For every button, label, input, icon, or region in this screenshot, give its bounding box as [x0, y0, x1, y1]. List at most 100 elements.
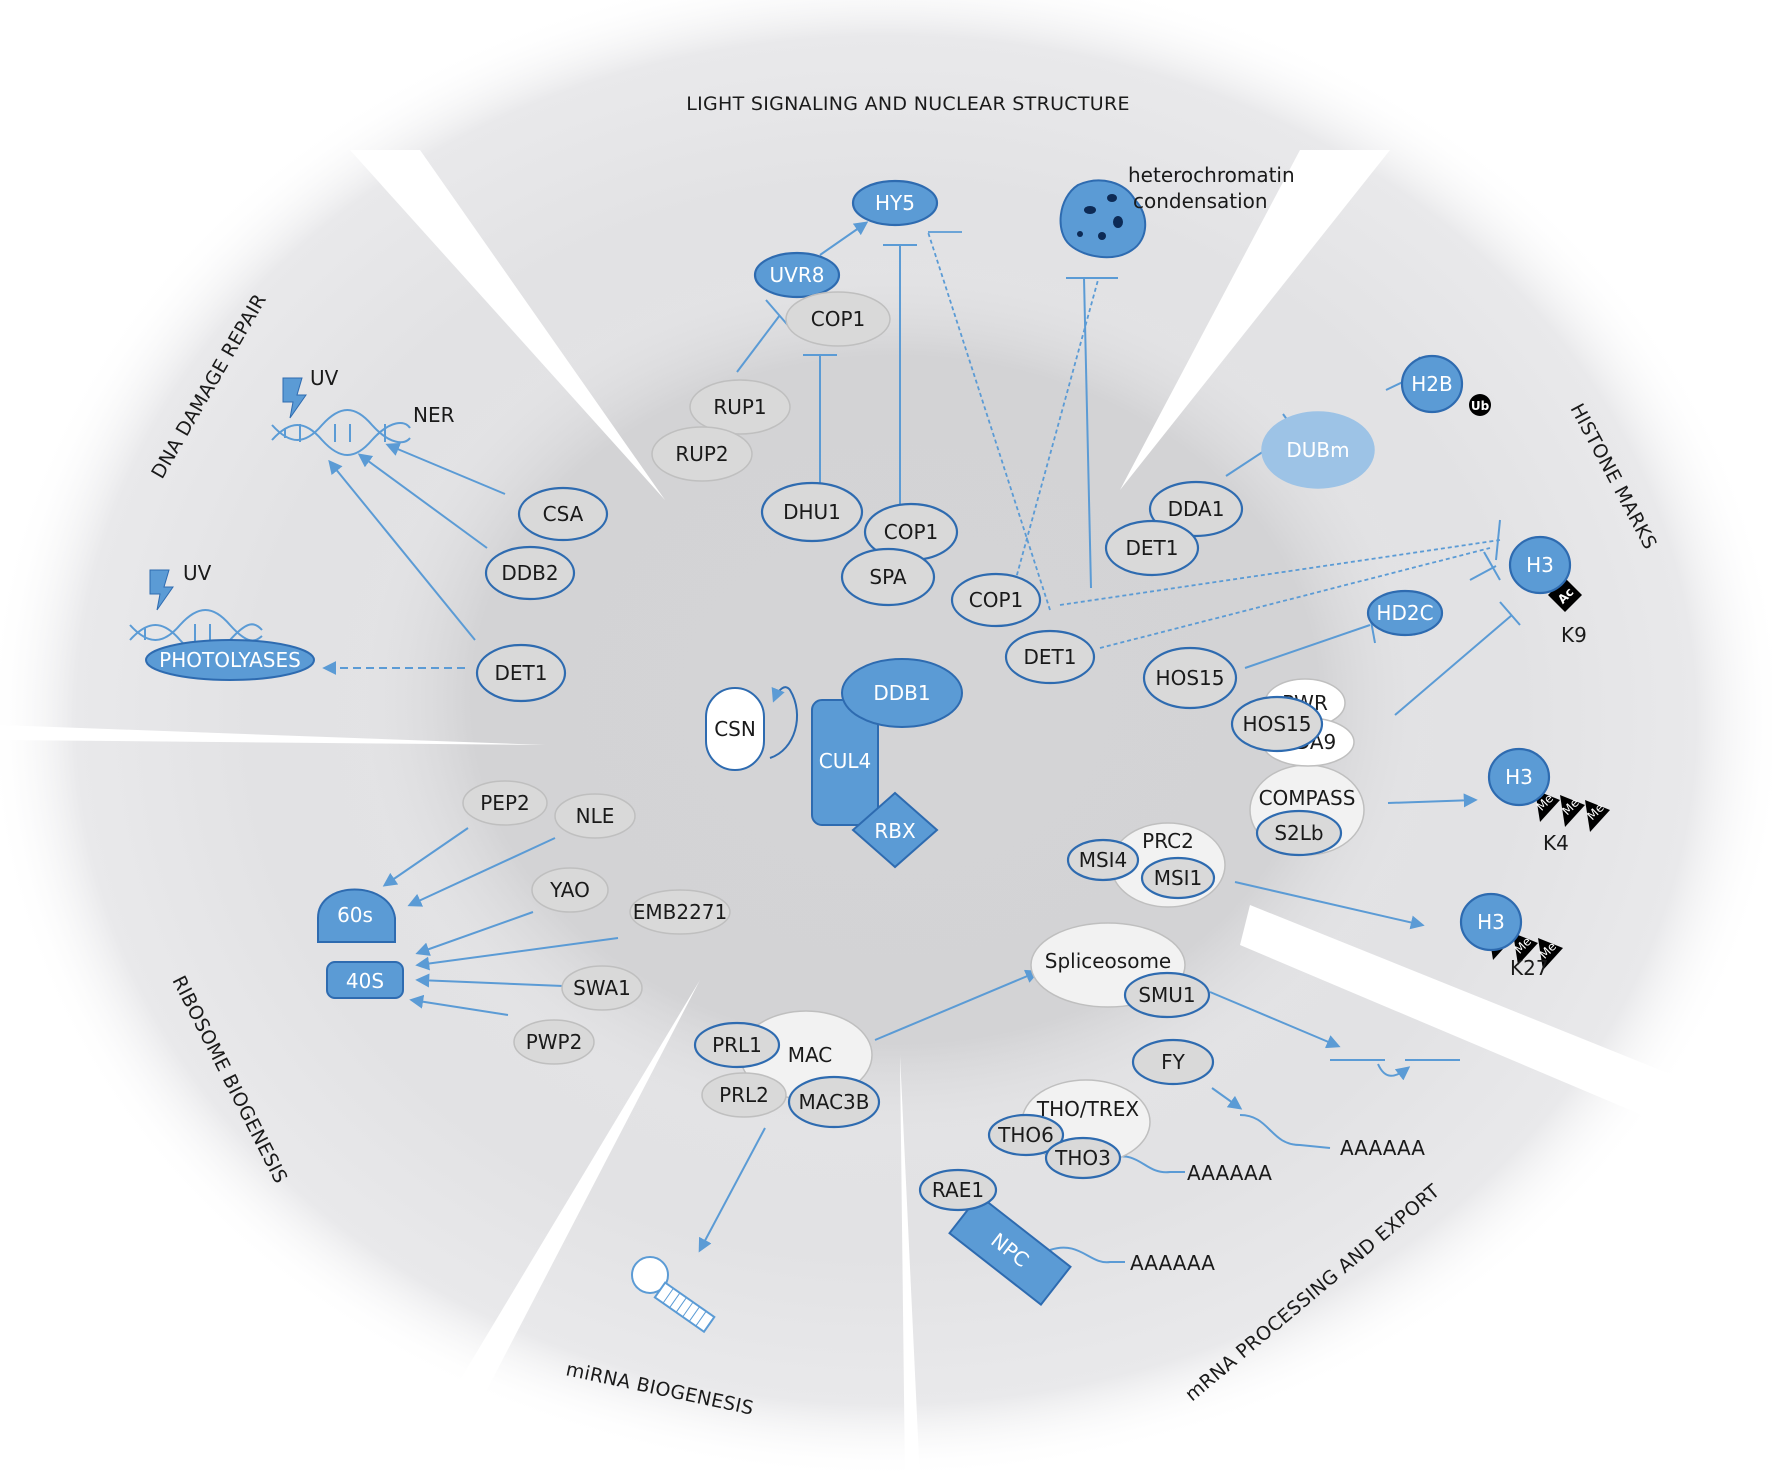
hd2c-node: HD2C — [1366, 589, 1444, 637]
nle-label: NLE — [576, 804, 615, 828]
arrow-mac-mirna — [698, 1127, 766, 1253]
mac3b-node: MAC3B — [787, 1075, 881, 1129]
swa1-shape — [561, 965, 643, 1011]
tho6-shape — [987, 1113, 1065, 1157]
mac3b-label: MAC3B — [799, 1090, 870, 1114]
hos15-label: HOS15 — [1156, 666, 1225, 690]
arrow-nle-60s — [407, 837, 556, 907]
rbx-label: RBX — [874, 819, 916, 843]
pwp2-node: PWP2 — [513, 1019, 595, 1065]
h2b-label: H2B — [1411, 372, 1452, 396]
dhu1-node: DHU1 — [760, 481, 864, 543]
section-dividers — [0, 150, 1772, 1480]
dubm-label: DUBm — [1286, 438, 1349, 462]
det1-dna-label: DET1 — [495, 661, 548, 685]
h3-ac-shape — [1508, 535, 1572, 595]
ub-label: Ub — [1471, 399, 1490, 413]
cop1-histone-label: COP1 — [969, 588, 1024, 612]
polya-2: AAAAAA — [1187, 1161, 1272, 1185]
hos15-b-node: HOS15 — [1230, 695, 1324, 753]
hos15-node: HOS15 — [1142, 646, 1238, 710]
arrow-swa1-40s — [415, 973, 564, 988]
det1-histone-shape — [1104, 519, 1200, 577]
arrow-uvr8-hy5 — [819, 221, 869, 256]
mirna-hairpin-icon — [631, 1256, 716, 1334]
polya-1: AAAAAA — [1340, 1136, 1425, 1160]
uvr8-label: UVR8 — [770, 263, 825, 287]
prc2-label: PRC2 — [1142, 829, 1194, 853]
uv-label: UV — [310, 366, 339, 390]
uvr8-node: UVR8 — [753, 251, 841, 299]
hy5-node: HY5 — [851, 179, 939, 227]
nle-node: NLE — [554, 793, 636, 839]
pep2-label: PEP2 — [480, 791, 529, 815]
smu1-label: SMU1 — [1138, 983, 1195, 1007]
hy5-shape — [851, 179, 939, 227]
s2lb-shape — [1255, 809, 1343, 857]
ner-label: NER — [413, 403, 455, 427]
det1-histone-b-node: DET1 — [1004, 629, 1096, 685]
arrow-mac-spliceosome — [874, 969, 1040, 1041]
h3-k4-label: H3 — [1505, 765, 1533, 789]
hos15-b-label: HOS15 — [1243, 712, 1312, 736]
photolyases-node — [145, 639, 315, 681]
det1-dna-shape — [475, 643, 567, 703]
histone-mark-glyphs: Ub Ac K9 Me Me Me K4 Me Me Me K27 — [1469, 394, 1610, 980]
ribosome-40s-label: 40S — [346, 969, 384, 993]
msi4-label: MSI4 — [1079, 848, 1128, 872]
dhu1-label: DHU1 — [783, 500, 841, 524]
msi1-label: MSI1 — [1154, 866, 1203, 890]
pep2-node: PEP2 — [462, 780, 548, 826]
csn-node — [705, 687, 765, 771]
h2b-shape — [1400, 354, 1464, 414]
msi1-shape — [1140, 856, 1216, 900]
pep2-shape — [462, 780, 548, 826]
swa1-node: SWA1 — [561, 965, 643, 1011]
h3-k4-node: H3 — [1487, 747, 1551, 807]
fy-shape — [1131, 1038, 1215, 1086]
spa-label: SPA — [869, 565, 906, 589]
fy-label: FY — [1161, 1050, 1186, 1074]
cop1-histone-node: COP1 — [950, 572, 1042, 628]
arrow-ddb2-ner — [357, 453, 488, 549]
prl1-shape — [693, 1021, 781, 1069]
arrow-det1-ner — [328, 459, 476, 641]
swa1-label: SWA1 — [573, 976, 631, 1000]
arrow-prc2-h3k27 — [1234, 881, 1425, 930]
prl2-shape — [701, 1072, 787, 1118]
inhibit-rup1-uvr8 — [736, 314, 781, 373]
ribosome-60s-label: 60s — [337, 903, 373, 927]
csa-label: CSA — [543, 502, 584, 526]
inhibit-pwr-h3ac — [1394, 614, 1513, 716]
h3-ac-label: H3 — [1526, 553, 1554, 577]
yao-label: YAO — [549, 878, 590, 902]
rup2-label: RUP2 — [675, 442, 728, 466]
rup2-shape — [651, 426, 753, 482]
k4-label: K4 — [1543, 831, 1569, 855]
smu1-node: SMU1 — [1123, 971, 1211, 1019]
tho3-node: THO3 — [1044, 1136, 1122, 1180]
inhibit-hd2c-h3ac — [1469, 565, 1497, 581]
emb2271-node: EMB2271 — [629, 889, 731, 935]
msi4-node: MSI4 — [1066, 838, 1140, 882]
tho3-shape — [1044, 1136, 1122, 1180]
ddb2-shape — [484, 545, 576, 601]
h2b-node: H2B — [1400, 354, 1464, 414]
arrow-yao-40s — [415, 911, 534, 956]
heterochromatin-icon — [1059, 179, 1147, 259]
det1-histone-b-label: DET1 — [1024, 645, 1077, 669]
heterochromatin-label-2: condensation — [1133, 189, 1268, 213]
lightning-uv-icon — [282, 377, 307, 419]
pwp2-label: PWP2 — [526, 1030, 583, 1054]
k27-label: K27 — [1510, 956, 1549, 980]
connectors — [322, 221, 1521, 1253]
msi1-node: MSI1 — [1140, 856, 1216, 900]
dubm-node: DUBm — [1261, 411, 1375, 489]
smu1-shape — [1123, 971, 1211, 1019]
h3-k27-label: H3 — [1477, 910, 1505, 934]
ddb1-node — [841, 658, 963, 728]
rup2-node: RUP2 — [651, 426, 753, 482]
inhibit-hos15-hd2c — [1244, 624, 1371, 669]
cop1-spa-label: COP1 — [884, 520, 939, 544]
